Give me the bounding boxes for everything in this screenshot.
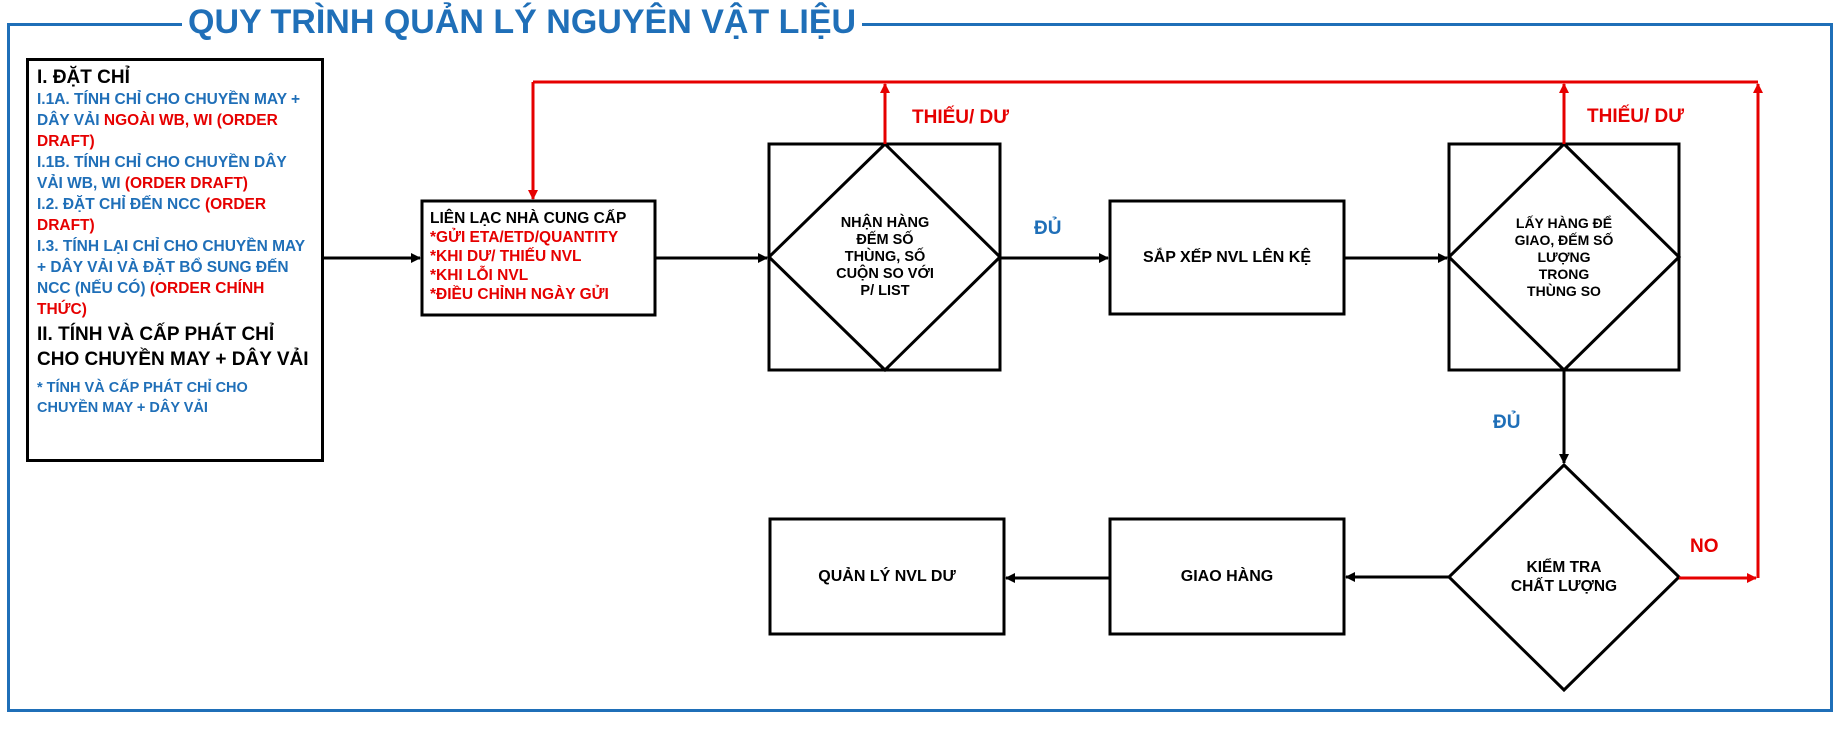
enough-label-1: ĐỦ <box>1034 218 1062 239</box>
legend-heading-2: II. TÍNH VÀ CẤP PHÁT CHỈ CHO CHUYỀN MAY … <box>37 324 309 370</box>
deliver-label: GIAO HÀNG <box>1180 567 1274 585</box>
legend-item-1-1a: I.1A. TÍNH CHỈ CHO CHUYỀN MAY + DÂY VẢI … <box>37 89 313 152</box>
outer-frame <box>7 23 1833 712</box>
shortage-label-2: THIẾU/ DƯ <box>1587 106 1685 127</box>
quality-check-label: KIỂM TRA CHẤT LƯỢNG <box>1510 559 1618 595</box>
surplus-management-box <box>768 517 1006 636</box>
enough-label-2: ĐỦ <box>1493 412 1521 433</box>
receive-goods-label: NHẬN HÀNG ĐẾM SỐ THÙNG, SỐ CUỘN SO VỚI P… <box>836 214 934 299</box>
contact-line-3: *KHI LỖI NVL <box>430 267 529 284</box>
legend-item-1-2-blue: I.2. ĐẶT CHỈ ĐẾN NCC <box>37 196 205 213</box>
arrange-shelf-box <box>1108 199 1346 316</box>
legend-heading-1: I. ĐẶT CHỈ <box>37 67 130 88</box>
contact-supplier-text: LIÊN LẠC NHÀ CUNG CẤP *GỬI ETA/ETD/QUANT… <box>430 209 626 304</box>
legend-item-1-1b: I.1B. TÍNH CHỈ CHO CHUYỀN DÂY VẢI WB, WI… <box>37 152 313 194</box>
legend-item-1-2: I.2. ĐẶT CHỈ ĐẾN NCC (ORDER DRAFT) <box>37 194 313 236</box>
legend-item-1-1b-blue: I.1B. TÍNH CHỈ CHO CHUYỀN DÂY VẢI WB, WI <box>37 154 287 192</box>
legend-box: I. ĐẶT CHỈ I.1A. TÍNH CHỈ CHO CHUYỀN MAY… <box>26 58 324 462</box>
quality-check-diamond <box>1446 462 1682 693</box>
no-label: NO <box>1690 536 1719 557</box>
contact-line-2: *KHI DƯ/ THIẾU NVL <box>430 248 582 265</box>
contact-line-4: *ĐIỀU CHỈNH NGÀY GỬI <box>430 286 609 303</box>
legend-item-1-1a-blue: I.1A. TÍNH CHỈ CHO CHUYỀN MAY + DÂY VẢI <box>37 91 301 129</box>
contact-supplier-box <box>420 199 657 317</box>
legend-item-1-1a-red: NGOÀI WB, WI (ORDER DRAFT) <box>37 112 278 150</box>
legend-item-1-3-red: (ORDER CHÍNH THỨC) <box>37 280 265 318</box>
receive-goods-box <box>767 142 1002 372</box>
legend-item-1-3-blue: I.3. TÍNH LẠI CHỈ CHO CHUYỀN MAY + DÂY V… <box>37 238 305 297</box>
receive-goods-diamond <box>766 141 1003 373</box>
legend-item-1-2-red: (ORDER DRAFT) <box>37 196 267 234</box>
contact-title: LIÊN LẠC NHÀ CUNG CẤP <box>430 210 627 227</box>
pick-goods-label: LẤY HÀNG ĐỂ GIAO, ĐẾM SỐ LƯỢNG TRONG THÙ… <box>1514 214 1614 299</box>
contact-line-1: *GỬI ETA/ETD/QUANTITY <box>430 229 619 246</box>
surplus-management-label: QUẢN LÝ NVL DƯ <box>818 567 956 585</box>
shortage-label-1: THIẾU/ DƯ <box>912 107 1010 128</box>
legend-item-1-1b-red: (ORDER DRAFT) <box>124 175 248 192</box>
legend-item-1-3: I.3. TÍNH LẠI CHỈ CHO CHUYỀN MAY + DÂY V… <box>37 236 313 320</box>
arrange-shelf-label: SẮP XẾP NVL LÊN KỆ <box>1142 248 1312 266</box>
legend-item-2: * TÍNH VÀ CẤP PHÁT CHỈ CHO CHUYỀN MAY + … <box>37 380 248 416</box>
page-title: QUY TRÌNH QUẢN LÝ NGUYÊN VẬT LIỆU <box>182 2 863 42</box>
